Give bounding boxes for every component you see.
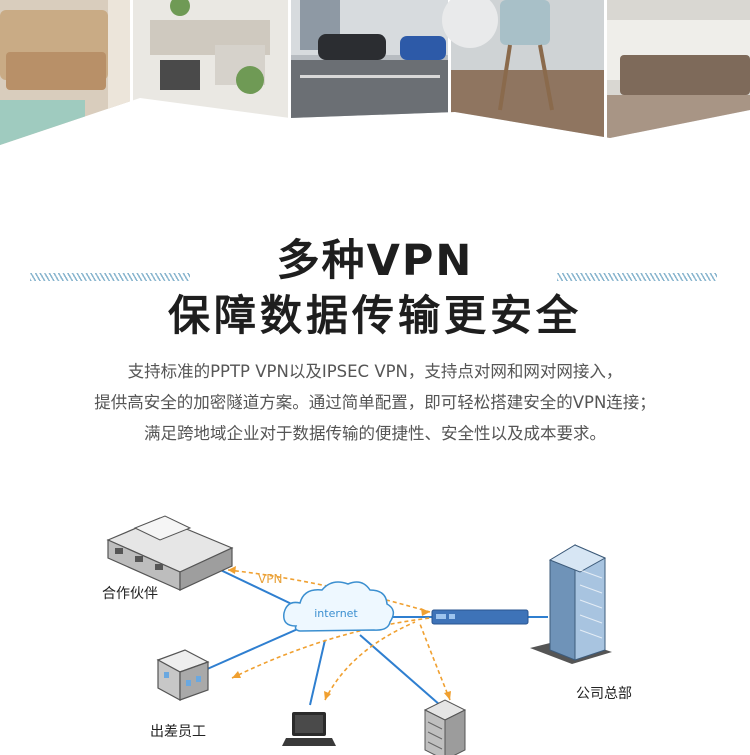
photo-lobby [0,0,130,145]
link-cloud-server [359,634,441,706]
vpn-tunnels [227,569,451,701]
network-links [204,564,548,706]
tunnel-arrows [228,566,451,700]
photo-street [291,0,448,145]
photo-cafe [442,0,604,145]
description: 支持标准的PPTP VPN以及IPSEC VPN，支持点对网和网对网接入， 提供… [0,356,750,449]
headline-line-1: 多种VPN [276,236,474,286]
internet-cloud-icon: internet [283,581,395,632]
decorative-stripe-left [30,273,190,281]
business-trip-label: 出差员工 [150,724,206,740]
headquarters-label: 公司总部 [576,686,632,702]
description-line: 支持标准的PPTP VPN以及IPSEC VPN，支持点对网和网对网接入， [127,362,623,381]
link-partner-cloud [209,564,301,609]
vpn-label: VPN [258,572,282,586]
laptop-icon [282,712,336,746]
server-building-icon [423,699,467,755]
link-cloud-laptop [309,639,326,706]
partner-label: 合作伙伴 [102,586,158,602]
internet-label: internet [314,607,358,620]
headline-line-2: 保障数据传输更安全 [167,291,582,340]
link-trip-cloud [204,627,301,671]
decorative-stripe-right [557,273,717,281]
vpn-network-diagram: internet VPN 合作伙伴 [0,500,750,755]
headquarters-tower-icon [530,544,612,664]
description-line: 满足跨地域企业对于数据传输的便捷性、安全性以及成本要求。 [144,424,606,443]
partner-building-icon [106,515,234,591]
photo-banner [0,0,750,160]
photo-office [133,0,288,145]
photo-bedroom [607,0,750,145]
business-trip-house-icon [156,649,210,702]
description-line: 提供高安全的加密隧道方案。通过简单配置，即可轻松搭建安全的VPN连接； [94,393,656,412]
vpn-router-icon [431,609,529,625]
